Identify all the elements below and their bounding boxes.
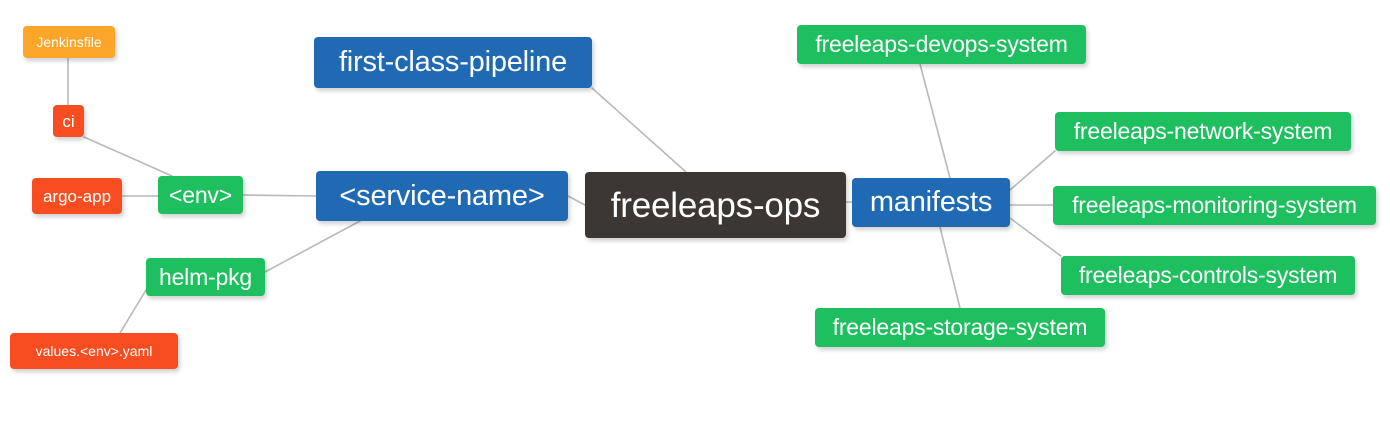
node-helm[interactable]: helm-pkg bbox=[146, 258, 265, 296]
edge-manifests-to-devops bbox=[919, 63, 951, 179]
node-label-ci: ci bbox=[62, 111, 75, 131]
node-monitoring[interactable]: freeleaps-monitoring-system bbox=[1053, 186, 1376, 225]
node-devops[interactable]: freeleaps-devops-system bbox=[797, 25, 1086, 64]
node-label-root: freeleaps-ops bbox=[610, 185, 821, 225]
node-ci[interactable]: ci bbox=[53, 105, 84, 137]
edge-manifests-to-storage bbox=[939, 226, 961, 309]
node-argo[interactable]: argo-app bbox=[32, 178, 122, 214]
edge-root-to-pipeline bbox=[591, 87, 687, 173]
node-label-controls: freeleaps-controls-system bbox=[1078, 262, 1338, 288]
node-label-argo: argo-app bbox=[42, 186, 112, 206]
node-env[interactable]: <env> bbox=[158, 176, 243, 214]
node-label-service: <service-name> bbox=[339, 179, 545, 212]
node-label-devops: freeleaps-devops-system bbox=[815, 31, 1068, 57]
node-label-pipeline: first-class-pipeline bbox=[338, 46, 568, 78]
edge-service-to-env bbox=[242, 194, 317, 197]
node-label-storage: freeleaps-storage-system bbox=[832, 314, 1088, 340]
node-label-monitoring: freeleaps-monitoring-system bbox=[1072, 192, 1357, 218]
node-label-values: values.<env>.yaml bbox=[35, 343, 153, 359]
edge-env-to-ci bbox=[83, 136, 173, 177]
node-controls[interactable]: freeleaps-controls-system bbox=[1061, 256, 1355, 295]
node-service[interactable]: <service-name> bbox=[316, 171, 568, 221]
node-label-network: freeleaps-network-system bbox=[1073, 118, 1333, 144]
node-manifests[interactable]: manifests bbox=[852, 178, 1010, 227]
node-jenkinsfile[interactable]: Jenkinsfile bbox=[23, 26, 115, 58]
node-storage[interactable]: freeleaps-storage-system bbox=[815, 308, 1105, 347]
node-network[interactable]: freeleaps-network-system bbox=[1055, 112, 1351, 151]
node-label-env: <env> bbox=[169, 181, 232, 208]
edge-root-to-service bbox=[567, 195, 586, 206]
node-pipeline[interactable]: first-class-pipeline bbox=[314, 37, 592, 88]
node-root[interactable]: freeleaps-ops bbox=[585, 172, 846, 238]
edge-service-to-helm bbox=[264, 220, 361, 273]
node-values[interactable]: values.<env>.yaml bbox=[10, 333, 178, 369]
node-label-jenkinsfile: Jenkinsfile bbox=[36, 34, 102, 50]
node-label-manifests: manifests bbox=[869, 186, 993, 218]
edge-helm-to-values bbox=[119, 289, 147, 334]
edge-manifests-to-network bbox=[1009, 150, 1056, 191]
node-label-helm: helm-pkg bbox=[159, 263, 252, 290]
